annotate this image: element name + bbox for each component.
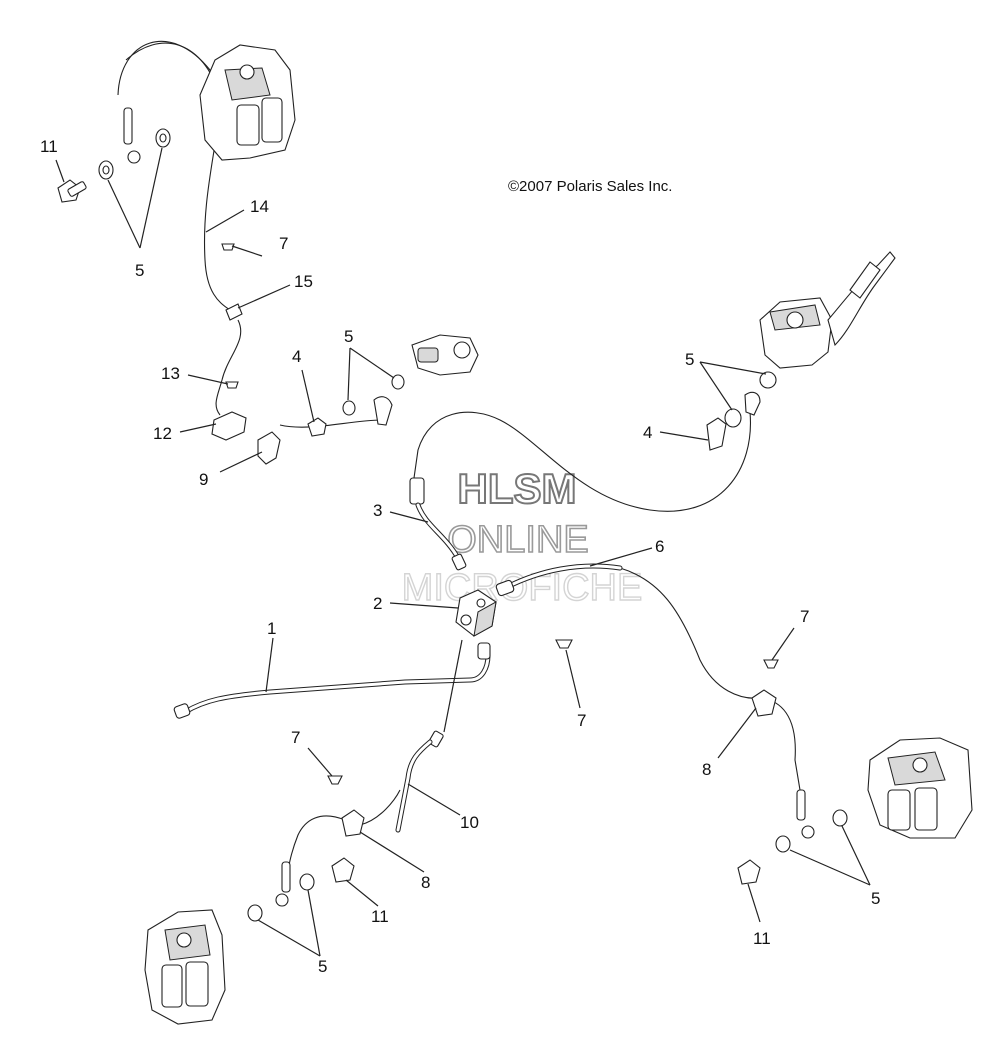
copyright-text: ©2007 Polaris Sales Inc.	[508, 178, 672, 195]
callout-6: 6	[655, 537, 664, 556]
clamp-8-a	[751, 689, 777, 717]
bracket-12	[211, 411, 247, 441]
callout-5: 5	[685, 350, 694, 369]
hose-master-loop	[413, 411, 752, 512]
leader-lines	[55, 147, 871, 957]
callout-5: 5	[344, 327, 353, 346]
hose-3-lower-fitting	[451, 553, 467, 571]
hose-10	[395, 730, 444, 833]
banjo-fitting-mid	[373, 396, 393, 426]
clip-15	[225, 303, 243, 321]
callout-4: 4	[643, 423, 652, 442]
callout-8: 8	[421, 873, 430, 892]
callout-5: 5	[318, 957, 327, 976]
hose-6-lower	[619, 567, 801, 791]
bolt-4-a	[307, 417, 327, 437]
callout-4: 4	[292, 347, 301, 366]
hose-1-top-fitting	[477, 642, 491, 660]
banjo-fitting-top-left	[123, 107, 133, 145]
callout-7: 7	[800, 607, 809, 626]
banjo-fitting-master	[744, 391, 761, 416]
callout-2: 2	[373, 594, 382, 613]
bolt-11-lower-mid	[331, 857, 355, 883]
hose-1	[173, 642, 491, 719]
callout-7: 7	[577, 711, 586, 730]
screw-7-b	[555, 639, 573, 649]
screw-7-d	[327, 775, 343, 785]
screw-13	[225, 381, 239, 389]
callout-1: 1	[267, 619, 276, 638]
callout-7: 7	[279, 234, 288, 253]
hose-10-to-caliper	[287, 815, 346, 871]
watermark-line-2: ONLINE	[447, 519, 588, 561]
washer-5-j	[832, 809, 848, 827]
callout-9: 9	[199, 470, 208, 489]
caliper-right	[867, 737, 973, 839]
washer-5-e	[759, 371, 777, 389]
hose-6-fitting	[495, 579, 515, 597]
distribution-block	[455, 589, 497, 637]
washer-5-g	[247, 904, 263, 922]
callout-11: 11	[40, 137, 58, 156]
clamp-8-b	[341, 809, 365, 837]
callout-12: 12	[153, 424, 172, 443]
screw-7-a	[221, 243, 235, 251]
hose-14-inner	[125, 42, 219, 91]
washer-5-d	[391, 374, 405, 390]
bolt-11-lower-right	[737, 859, 761, 885]
block-port-top	[476, 598, 486, 608]
screw-7-c	[763, 659, 779, 669]
hose-3-upper-fitting	[409, 477, 425, 505]
hose-3	[409, 477, 467, 571]
callouts: 11 5 14 7 15 13 12 9 4 5 5 4 3 6 2 1 7 7…	[40, 137, 880, 976]
washer-5-i	[775, 835, 791, 853]
callout-11: 11	[753, 929, 771, 948]
callout-15: 15	[294, 272, 313, 291]
callout-14: 14	[250, 197, 269, 216]
callout-3: 3	[373, 501, 382, 520]
clamp-9	[257, 431, 281, 465]
washer-5-c	[342, 400, 356, 416]
hose-10-mid	[359, 789, 401, 826]
small-cylinder	[411, 334, 479, 376]
callout-13: 13	[161, 364, 180, 383]
banjo-fitting-lower-left	[281, 861, 291, 893]
line-9	[279, 419, 383, 428]
brake-lever	[827, 251, 896, 347]
hose-to-bracket	[215, 319, 242, 416]
master-cylinder	[759, 251, 896, 369]
callout-10: 10	[460, 813, 479, 832]
washer-5-f	[724, 408, 742, 428]
caliper-top-left	[199, 44, 296, 161]
banjo-fitting-right	[796, 789, 806, 821]
small-parts	[57, 107, 848, 922]
watermark-line-3: MICROFICHE	[402, 567, 643, 609]
bolt-4-b	[706, 417, 727, 451]
hose-1-end-fitting	[173, 703, 191, 719]
block-port	[460, 614, 472, 626]
callout-11: 11	[371, 907, 389, 926]
caliper-lower-left	[144, 909, 226, 1025]
callout-7: 7	[291, 728, 300, 747]
watermark-line-1: HLSM	[458, 465, 577, 512]
washer-5-h	[299, 873, 315, 891]
callout-5: 5	[871, 889, 880, 908]
callout-5: 5	[135, 261, 144, 280]
hose-10-top-fitting	[428, 730, 444, 748]
callout-8: 8	[702, 760, 711, 779]
hoses	[117, 40, 801, 871]
watermark: HLSM ONLINE MICROFICHE	[401, 464, 643, 610]
hose-6	[495, 563, 623, 597]
